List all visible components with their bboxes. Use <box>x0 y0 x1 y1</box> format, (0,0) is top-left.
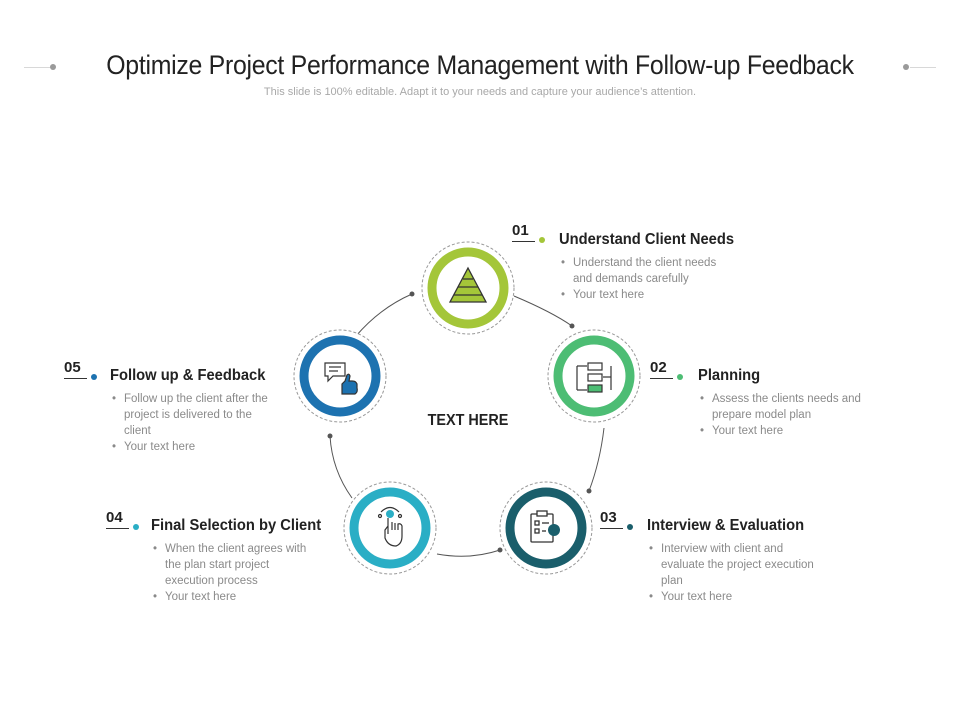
step-4-dot <box>133 524 139 530</box>
step-2-bullet: Assess the clients needs and prepare mod… <box>698 391 868 423</box>
step-4-bullet: When the client agrees with the plan sta… <box>151 541 321 589</box>
step-5-bullet: Follow up the client after the project i… <box>110 391 280 439</box>
step-3-dot <box>627 524 633 530</box>
step-1-number: 01 <box>512 222 535 242</box>
step-1-circle <box>421 241 515 335</box>
page-title: Optimize Project Performance Management … <box>106 50 854 80</box>
step-2-bullet: Your text here <box>698 423 868 439</box>
step-1-bullets: Understand the client needs and demands … <box>559 255 719 303</box>
step-3-circle <box>499 481 593 575</box>
flowchart-icon <box>576 362 612 393</box>
connector-3-4 <box>436 549 501 557</box>
step-1-dot <box>539 237 545 243</box>
pyramid-icon <box>448 266 488 303</box>
step-2-title: Planning <box>698 367 761 384</box>
connector-2-3 <box>588 427 605 492</box>
clipboard-checklist-icon <box>530 510 560 543</box>
connector-4-5 <box>329 435 353 499</box>
step-3-title: Interview & Evaluation <box>647 517 805 534</box>
page-subtitle: This slide is 100% editable. Adapt it to… <box>263 86 697 98</box>
step-3-bullet: Your text here <box>647 589 817 605</box>
step-5-dot <box>91 374 97 380</box>
step-5-bullets: Follow up the client after the project i… <box>110 391 280 455</box>
connector-dot <box>586 488 592 494</box>
step-4-number: 04 <box>106 509 129 529</box>
step-2-circle <box>547 329 641 423</box>
step-2-dot <box>677 374 683 380</box>
step-2-bullets: Assess the clients needs and prepare mod… <box>698 391 868 439</box>
step-5-circle <box>293 329 387 423</box>
step-3-bullets: Interview with client and evaluate the p… <box>647 541 817 605</box>
connector-dot <box>569 323 575 329</box>
connector-1-2 <box>513 295 573 327</box>
title-right-dot <box>903 64 909 70</box>
connector-5-1 <box>355 293 413 337</box>
step-3-bullet: Interview with client and evaluate the p… <box>647 541 817 589</box>
title-left-dot <box>50 64 56 70</box>
title-left-line <box>24 67 50 68</box>
step-4-circle <box>343 481 437 575</box>
connector-dot <box>327 433 333 439</box>
connector-dot <box>409 291 415 297</box>
step-5-number: 05 <box>64 359 87 379</box>
step-3-number: 03 <box>600 509 623 529</box>
connector-dot <box>497 547 503 553</box>
step-4-bullet: Your text here <box>151 589 321 605</box>
step-4-title: Final Selection by Client <box>151 517 322 534</box>
step-5-bullet: Your text here <box>110 439 280 455</box>
step-4-bullets: When the client agrees with the plan sta… <box>151 541 321 605</box>
center-text: TEXT HERE <box>427 412 509 429</box>
step-1-bullet: Understand the client needs and demands … <box>559 255 719 287</box>
step-2-number: 02 <box>650 359 673 379</box>
step-1-bullet: Your text here <box>559 287 719 303</box>
step-5-title: Follow up & Feedback <box>110 367 266 384</box>
step-1-title: Understand Client Needs <box>559 231 735 248</box>
title-right-line <box>910 67 936 68</box>
hand-touch-icon <box>377 506 403 547</box>
chat-thumbs-up-icon <box>324 362 358 395</box>
